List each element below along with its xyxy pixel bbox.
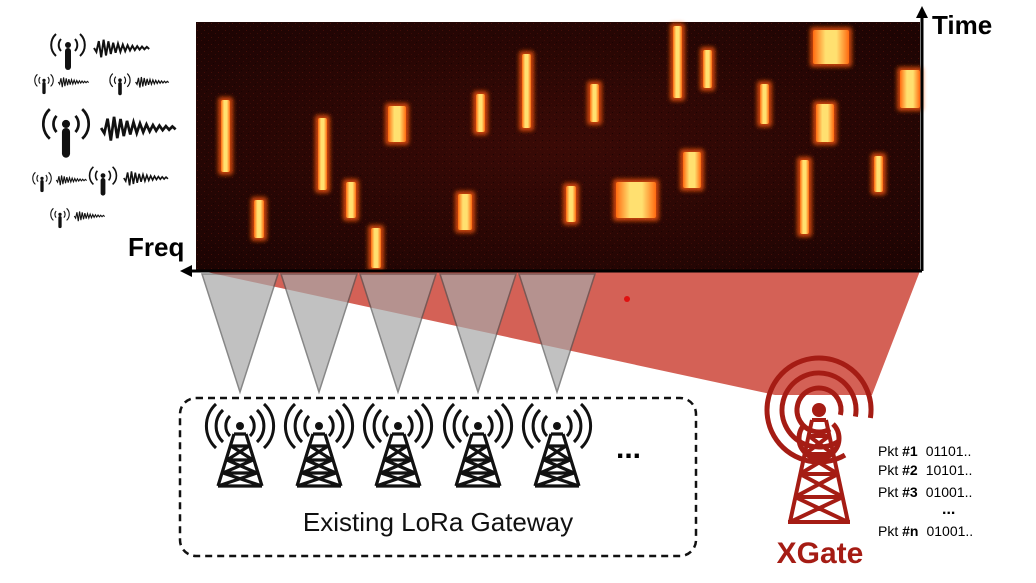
- signal-bursts: [218, 23, 923, 271]
- signal-burst: [616, 182, 656, 218]
- signal-burst: [816, 104, 834, 142]
- gateway-beam-2: [279, 273, 359, 395]
- time-axis-arrow: [916, 6, 928, 18]
- time-axis-label: Time: [932, 10, 992, 40]
- device-group: [109, 72, 170, 96]
- lora-gateway-tower-icon: [521, 402, 593, 488]
- signal-burst: [813, 30, 849, 64]
- signal-burst: [522, 54, 531, 128]
- spectrogram: [196, 22, 923, 271]
- signal-burst: [900, 70, 920, 108]
- signal-burst: [388, 106, 406, 142]
- device-group: [50, 207, 106, 229]
- signal-burst: [346, 182, 356, 218]
- signal-burst: [683, 152, 701, 188]
- waveform-icon: [55, 175, 88, 186]
- xgate-label: XGate: [777, 537, 864, 570]
- signal-burst: [476, 94, 485, 132]
- existing-gateway-group: ... Existing LoRa Gateway: [178, 396, 698, 558]
- gateway-beam-4: [438, 273, 518, 395]
- gateway-dashed-box: [178, 396, 698, 558]
- transmitter-antenna-icon: [34, 73, 54, 95]
- waveform-icon: [57, 77, 90, 88]
- signal-burst: [874, 156, 883, 192]
- axes: Time Freq: [128, 6, 992, 277]
- freq-axis-arrow: [180, 265, 192, 277]
- transmitter-antenna-icon: [109, 72, 131, 96]
- signal-burst: [590, 84, 599, 122]
- freq-axis-label: Freq: [128, 232, 184, 262]
- device-group: [32, 171, 88, 193]
- gateway-box-label: Existing LoRa Gateway: [303, 507, 573, 537]
- lora-gateway-tower-icon: [362, 402, 434, 488]
- waveform-icon: [99, 116, 177, 141]
- signal-burst: [703, 50, 712, 88]
- device-group: [34, 73, 90, 95]
- waveform-icon: [73, 211, 106, 222]
- signal-burst: [254, 200, 264, 238]
- gateway-ellipsis: ...: [616, 432, 641, 465]
- gateway-beam-3: [358, 273, 438, 395]
- device-group: [41, 107, 177, 160]
- transmitter-antenna-icon: [88, 166, 118, 197]
- signal-burst: [371, 228, 381, 268]
- signal-burst: [221, 100, 230, 172]
- signal-burst: [566, 186, 576, 222]
- lora-gateway-tower-icon: [283, 402, 355, 488]
- beam-marker-dot: [624, 296, 630, 302]
- transmitter-antenna-icon: [50, 33, 86, 71]
- transmitter-antenna-icon: [32, 171, 52, 193]
- waveform-icon: [135, 76, 170, 88]
- signal-burst: [458, 194, 472, 230]
- end-devices: [32, 33, 177, 229]
- signal-burst: [760, 84, 769, 124]
- lora-gateway-tower-icon: [442, 402, 514, 488]
- gateway-beam-5: [517, 273, 597, 395]
- signal-burst: [673, 26, 682, 98]
- transmitter-antenna-icon: [50, 207, 70, 229]
- lora-gateway-tower-icon: [204, 402, 276, 488]
- signal-burst: [800, 160, 809, 234]
- device-group: [50, 33, 150, 71]
- device-group: [88, 166, 169, 197]
- transmitter-antenna-icon: [41, 107, 91, 160]
- waveform-icon: [123, 171, 169, 186]
- signal-burst: [318, 118, 327, 190]
- beams-layer: [200, 271, 920, 395]
- radio-tower-icon: [764, 355, 874, 524]
- packet-ellipsis: ...: [942, 501, 955, 518]
- gateway-beam-1: [200, 273, 280, 395]
- waveform-icon: [93, 39, 150, 58]
